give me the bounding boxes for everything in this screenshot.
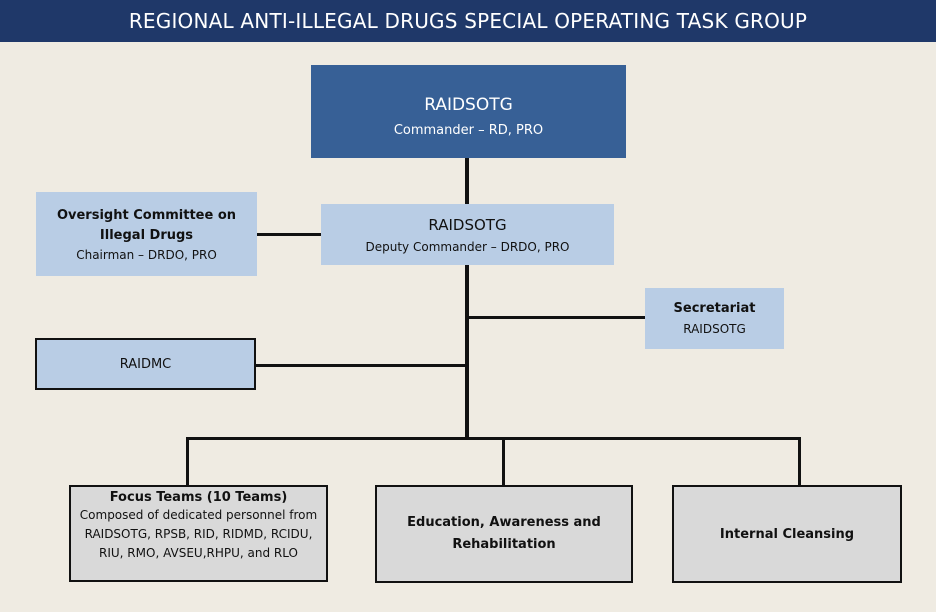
internal-cleansing-box: Internal Cleansing	[672, 485, 902, 583]
raidmc-title: RAIDMC	[119, 356, 172, 372]
raidmc-box: RAIDMC	[35, 338, 256, 390]
connector-secretariat	[467, 316, 645, 319]
page-title: REGIONAL ANTI-ILLEGAL DRUGS SPECIAL OPER…	[0, 0, 936, 42]
education-box: Education, Awareness and Rehabilitation	[375, 485, 633, 583]
commander-subtitle: Commander – RD, PRO	[393, 123, 544, 138]
oversight-committee-box: Oversight Committee on Illegal Drugs Cha…	[36, 192, 257, 276]
commander-title: RAIDSOTG	[424, 95, 513, 115]
secretariat-subtitle: RAIDSOTG	[683, 322, 746, 336]
oversight-committee-title: Oversight Committee on Illegal Drugs	[56, 208, 237, 243]
deputy-commander-subtitle: Deputy Commander – DRDO, PRO	[365, 239, 570, 254]
connector-horizontal-branch	[186, 437, 801, 440]
oversight-committee-subtitle: Chairman – DRDO, PRO	[76, 248, 217, 262]
connector-focus-teams	[186, 437, 189, 485]
secretariat-title: Secretariat	[673, 301, 756, 316]
focus-teams-description: Composed of dedicated personnel from RAI…	[79, 508, 318, 560]
connector-raidmc	[256, 364, 467, 367]
connector-main-trunk	[465, 265, 469, 439]
internal-cleansing-title: Internal Cleansing	[719, 526, 855, 542]
secretariat-box: Secretariat RAIDSOTG	[645, 288, 784, 349]
deputy-commander-box: RAIDSOTG Deputy Commander – DRDO, PRO	[321, 204, 614, 265]
focus-teams-box: Focus Teams (10 Teams) Composed of dedic…	[69, 485, 328, 582]
connector-commander-deputy	[465, 158, 469, 204]
connector-internal-cleansing	[798, 437, 801, 485]
connector-education	[502, 437, 505, 485]
deputy-commander-title: RAIDSOTG	[428, 215, 507, 234]
commander-box: RAIDSOTG Commander – RD, PRO	[311, 65, 626, 158]
connector-oversight-deputy	[257, 233, 321, 236]
focus-teams-title: Focus Teams (10 Teams)	[109, 490, 288, 505]
education-title: Education, Awareness and Rehabilitation	[407, 515, 601, 552]
